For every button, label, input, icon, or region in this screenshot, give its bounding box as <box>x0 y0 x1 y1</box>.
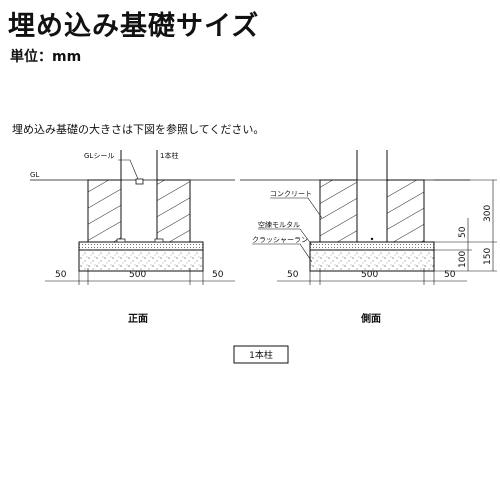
mortar-leader <box>258 228 313 246</box>
crusher-run-label: クラッシャーラン <box>252 236 308 244</box>
side-concrete-left <box>319 179 358 243</box>
front-dim-center: 500 <box>129 270 146 280</box>
front-view: GL GLシール 1本柱 50 500 50 正面 <box>30 150 235 325</box>
footer-box-label: 1本柱 <box>249 349 273 361</box>
side-vdim-50: 50 <box>458 226 468 238</box>
gl-seal-label: GLシール <box>84 152 114 160</box>
crusher-run-leader <box>252 243 313 263</box>
front-view-caption: 正面 <box>128 313 148 325</box>
page-title: 埋め込み基礎サイズ <box>8 11 260 42</box>
side-dim-right: 50 <box>444 270 456 280</box>
side-vdim-100: 100 <box>458 251 468 268</box>
front-concrete-right <box>156 179 191 243</box>
front-crusher-run-layer <box>78 249 204 272</box>
front-dim-right: 50 <box>212 270 224 280</box>
side-dim-left: 50 <box>287 270 299 280</box>
side-vdim-150: 150 <box>483 248 493 265</box>
side-concrete-right <box>386 179 425 243</box>
mortar-label: 空練モルタル <box>258 220 300 229</box>
side-view-caption: 側面 <box>360 312 381 325</box>
side-view: コンクリート 空練モルタル クラッシャーラン 50 500 50 側面 300 … <box>240 150 497 325</box>
front-base-plate-left <box>116 238 126 243</box>
gl-seal-mark <box>135 178 144 185</box>
front-dim-left: 50 <box>55 270 67 280</box>
side-crusher-run-layer <box>309 249 435 272</box>
side-anchor-mark <box>370 237 374 241</box>
side-mortar-layer <box>309 241 435 251</box>
description: 埋め込み基礎の大きさは下図を参照してください。 <box>12 123 265 136</box>
unit-label: 単位：mm <box>10 49 82 65</box>
post-label: 1本柱 <box>160 151 178 160</box>
concrete-label: コンクリート <box>270 190 312 198</box>
side-vdim-300: 300 <box>483 205 493 222</box>
front-base-plate-right <box>154 238 164 243</box>
gl-seal-leader <box>118 159 139 180</box>
concrete-leader <box>270 197 323 219</box>
front-mortar-layer <box>78 241 204 251</box>
side-dim-center: 500 <box>361 270 378 280</box>
front-concrete-left <box>87 179 122 243</box>
gl-label: GL <box>30 171 39 179</box>
footer-box <box>233 345 289 364</box>
